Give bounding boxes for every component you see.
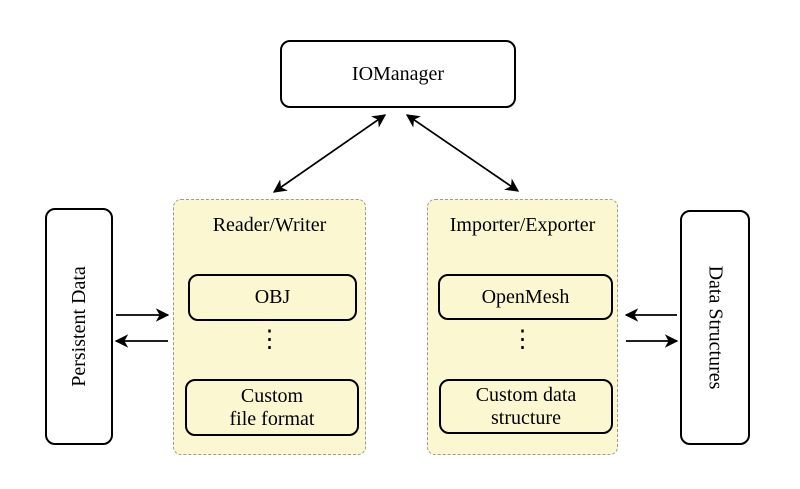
importer-exporter-ellipsis: ⋮ [510,327,535,353]
reader-writer-title: Reader/Writer [212,214,327,236]
reader-writer-group: Reader/Writer OBJ ⋮ Custom file format [173,199,366,455]
persistent-data-label: Persistent Data [67,266,90,387]
importer-exporter-group: Importer/Exporter OpenMesh ⋮ Custom data… [427,199,618,455]
custom-data-structure-box: Custom data structure [439,379,613,434]
iomanager-label: IOManager [351,62,445,85]
obj-box: OBJ [188,274,357,321]
importer-exporter-title: Importer/Exporter [449,214,596,236]
persistent-data-node: Persistent Data [45,208,113,445]
data-structures-node: Data Structures [680,210,750,445]
reader-writer-ellipsis: ⋮ [257,327,282,353]
arrow-iomanager-readerwriter [272,114,387,193]
custom-file-format-box: Custom file format [185,379,359,436]
iomanager-node: IOManager [280,40,516,108]
openmesh-box: OpenMesh [438,274,613,320]
arrow-iomanager-importerexporter [405,114,520,192]
data-structures-label: Data Structures [704,265,727,390]
